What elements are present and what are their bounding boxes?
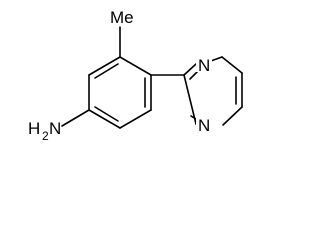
bond bbox=[183, 63, 197, 76]
amine-bond bbox=[61, 109, 90, 127]
nitrogen-bottom-label: N bbox=[198, 116, 210, 135]
bond bbox=[222, 106, 243, 126]
benzene-ring bbox=[88, 56, 152, 129]
bond bbox=[183, 74, 197, 125]
label-bg bbox=[196, 54, 212, 72]
methyl-label: Me bbox=[110, 8, 134, 27]
bond bbox=[119, 56, 152, 76]
bond bbox=[88, 109, 121, 129]
amine-hydrogen: H bbox=[28, 119, 40, 138]
bond bbox=[221, 56, 243, 74]
structure-canvas: Me N N H 2 N bbox=[28, 6, 243, 143]
amine-label: H 2 N bbox=[28, 119, 61, 143]
pyrimidine-ring bbox=[183, 56, 243, 128]
label-bg bbox=[196, 114, 212, 132]
nitrogen-top-label: N bbox=[198, 56, 210, 75]
bond bbox=[88, 56, 121, 76]
amine-nitrogen: N bbox=[49, 119, 61, 138]
bond bbox=[119, 109, 152, 129]
double-bond-inner bbox=[94, 106, 119, 122]
double-bond-inner bbox=[94, 63, 119, 79]
label-bg bbox=[108, 6, 136, 26]
amine-subscript: 2 bbox=[42, 129, 49, 143]
molecule-diagram: Me N N H 2 N bbox=[28, 6, 243, 143]
